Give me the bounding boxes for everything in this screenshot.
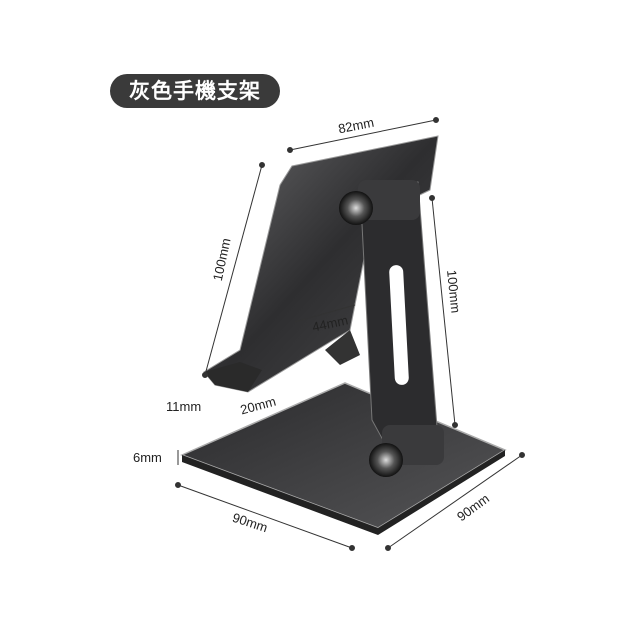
hinge-knob-bottom	[369, 443, 403, 477]
dim-base-thickness: 6mm	[133, 450, 162, 465]
hinge-knob-top	[339, 191, 373, 225]
product-title-badge: 灰色手機支架	[110, 74, 280, 108]
base-edge	[182, 450, 505, 535]
lip	[204, 362, 262, 392]
base-plate	[180, 382, 507, 529]
dim-lip-height: 11mm	[166, 399, 202, 414]
lip-right	[325, 330, 360, 365]
arm-slot	[389, 265, 409, 385]
